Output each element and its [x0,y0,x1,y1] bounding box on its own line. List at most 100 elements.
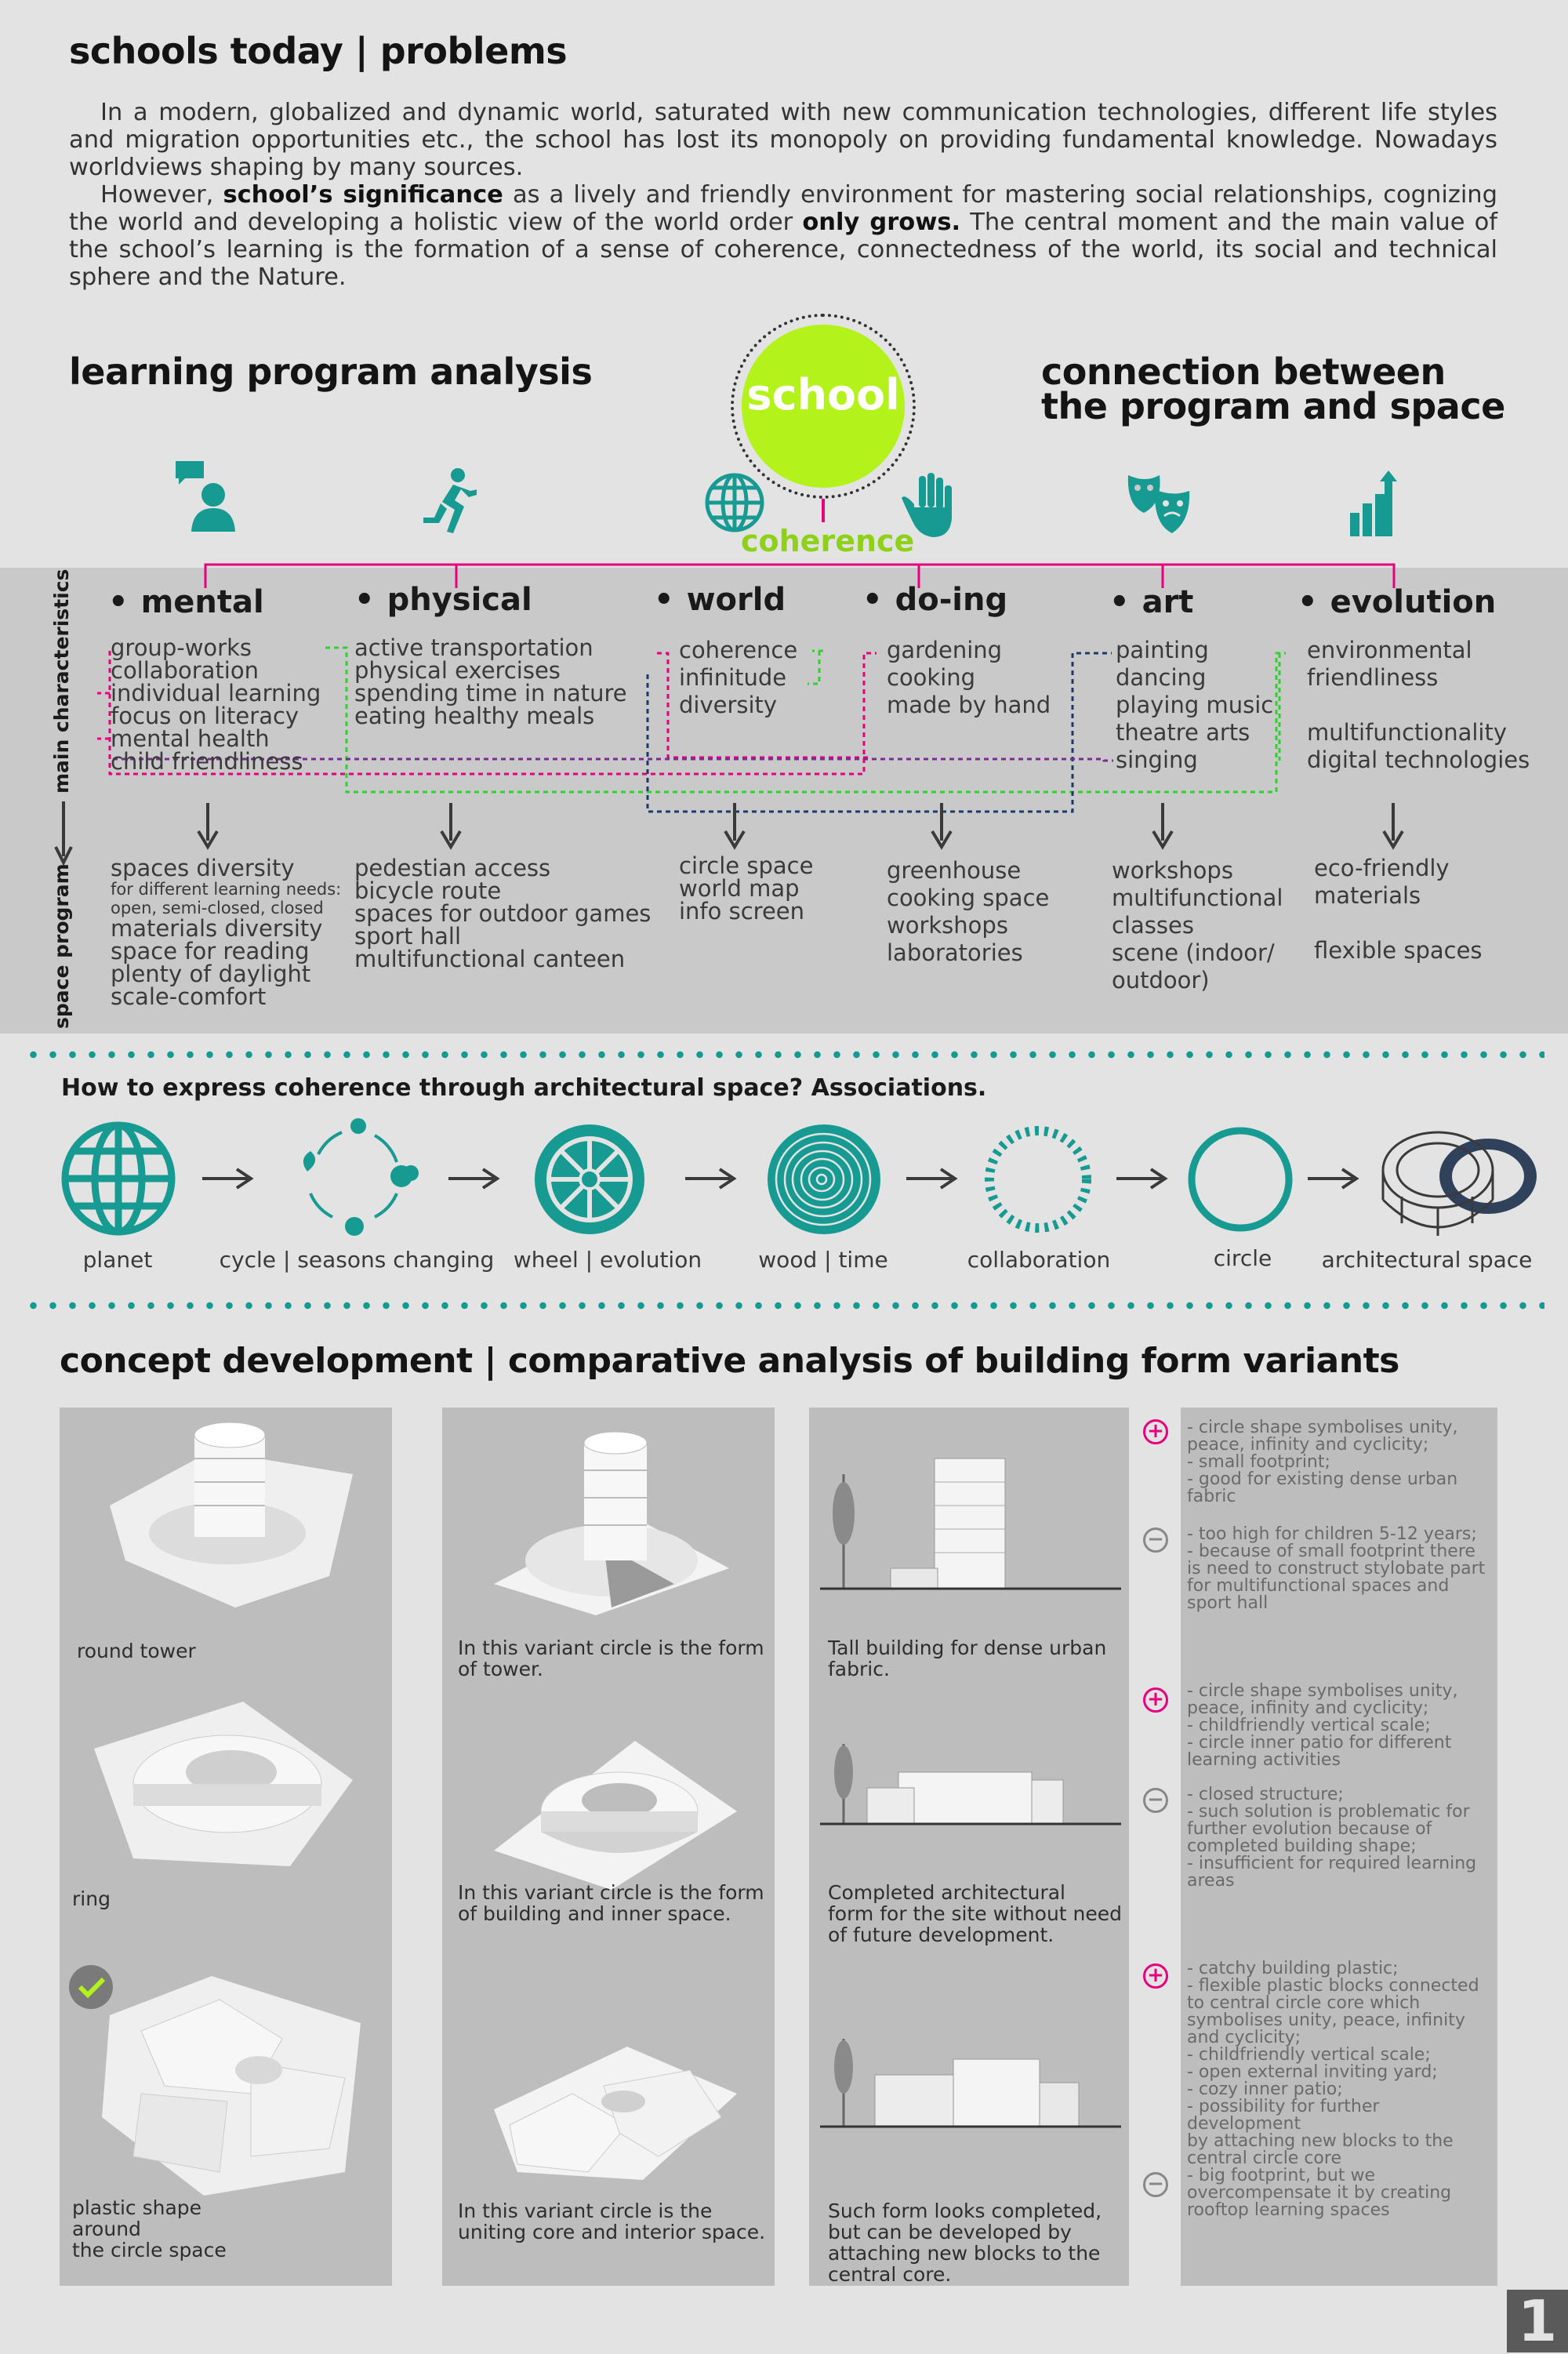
ring-variant-model [494,1741,737,1890]
round-tower-model [110,1422,353,1607]
arrow-right-icon [448,1168,500,1190]
assoc-wheel: wheel | evolution [513,1247,702,1273]
arrow-down-art [1152,803,1174,850]
elevation-ring [820,1744,1121,1825]
wheel-icon [535,1124,644,1234]
arrow-down-physical [440,803,462,850]
theatre-masks-icon [1127,475,1190,533]
category-evolution: evolution [1298,584,1497,620]
arrow-down-mental [197,803,219,850]
assoc-cycle: cycle | seasons changing [219,1247,495,1273]
down-arrow-icon [54,801,73,866]
plus-icon: + [1143,1687,1168,1713]
assoc-circle: circle [1213,1245,1272,1271]
arrow-right-icon [906,1168,958,1190]
elevation-tower [820,1458,1121,1590]
checkmark-icon [69,1965,113,2009]
category-world: world [654,582,786,618]
arrow-right-icon [202,1168,254,1190]
school-circle: school [731,314,916,499]
arrow-down-evolution [1382,803,1404,850]
category-mental: mental [108,584,264,620]
mental-spaces: spaces diversity for different learning … [111,855,342,1010]
connector-diagram [97,563,1396,813]
arrow-right-icon [1116,1168,1168,1190]
divider-dots-1 [24,1051,1544,1059]
assoc-planet: planet [82,1247,153,1273]
elevation-text-plastic: Such form looks completed, but can be de… [828,2200,1102,2286]
ring-model [94,1702,353,1866]
runner-icon [423,468,477,533]
divider-dots-2 [24,1302,1544,1310]
intro-paragraph-1: In a modern, globalized and dynamic worl… [69,99,1497,181]
page-number-box: 1 [1507,2290,1568,2352]
pros-ring: - circle shape symbolises unity, peace, … [1187,1681,1458,1770]
plus-icon: + [1143,1419,1168,1444]
space-program-label: space program [50,863,73,1029]
hand-icon [902,473,952,537]
elevation-plastic [820,2039,1121,2128]
assoc-wood: wood | time [758,1247,888,1273]
page-number: 1 [1517,2288,1558,2354]
planet-icon [61,1121,176,1236]
circle-icon [1188,1127,1293,1232]
architectural-ring-icon [1381,1131,1537,1236]
minus-icon: − [1143,1788,1168,1813]
globe-icon [705,473,764,532]
seasons-cycle-icon [303,1118,419,1236]
label-plastic-shape: plastic shape around the circle space [72,2196,227,2261]
minus-icon: − [1143,2172,1168,2197]
pros-plastic: - catchy building plastic; - flexible pl… [1187,1959,1479,2168]
associations-question: How to express coherence through archite… [61,1074,987,1102]
label-ring: ring [72,1887,111,1910]
cons-tower: - too high for children 5-12 years; - be… [1187,1524,1486,1613]
assoc-collaboration: collaboration [967,1247,1111,1273]
pros-tower: - circle shape symbolises unity, peace, … [1187,1418,1458,1506]
concept-title: concept development | comparative analys… [60,1341,1399,1381]
center-stem [822,499,825,522]
coherence-label: coherence [741,524,915,558]
label-round-tower: round tower [77,1640,196,1662]
page-title: schools today | problems [69,30,568,72]
people-circle-icon [985,1126,1091,1233]
plastic-shape-model [102,1976,361,2196]
core-variant-model [494,2047,737,2180]
arrow-right-icon [1308,1168,1359,1190]
growth-chart-icon [1350,470,1397,536]
intro-text: In a modern, globalized and dynamic worl… [69,99,1497,291]
cons-plastic: - big footprint, but we overcompensate i… [1187,2166,1452,2220]
main-characteristics-label: main characteristics [50,569,73,794]
variant-text-tower: In this variant circle is the form of to… [458,1637,764,1680]
category-doing: do-ing [862,582,1008,618]
proscons-panel [1181,1408,1497,2286]
connection-title: connection between the program and space [1041,351,1505,427]
category-physical: physical [354,582,532,618]
minus-icon: − [1143,1528,1168,1553]
tower-variant-model [494,1431,729,1615]
elevation-text-tower: Tall building for dense urban fabric. [828,1637,1107,1680]
variant-text-ring: In this variant circle is the form of bu… [458,1881,764,1925]
plus-icon: + [1143,1963,1168,1989]
arrow-down-doing [931,803,953,850]
arrow-right-icon [685,1168,737,1190]
tree-rings-icon [768,1124,880,1234]
elevation-text-ring: Completed architectural form for the sit… [828,1881,1123,1946]
analysis-title: learning program analysis [69,351,593,393]
category-art: art [1109,584,1194,620]
school-label: school [746,370,900,420]
assoc-architectural-space: architectural space [1321,1247,1533,1273]
variant-text-core: In this variant circle is the uniting co… [458,2200,766,2243]
analysis-band [0,568,1568,1034]
speech-person-icon [176,461,235,532]
